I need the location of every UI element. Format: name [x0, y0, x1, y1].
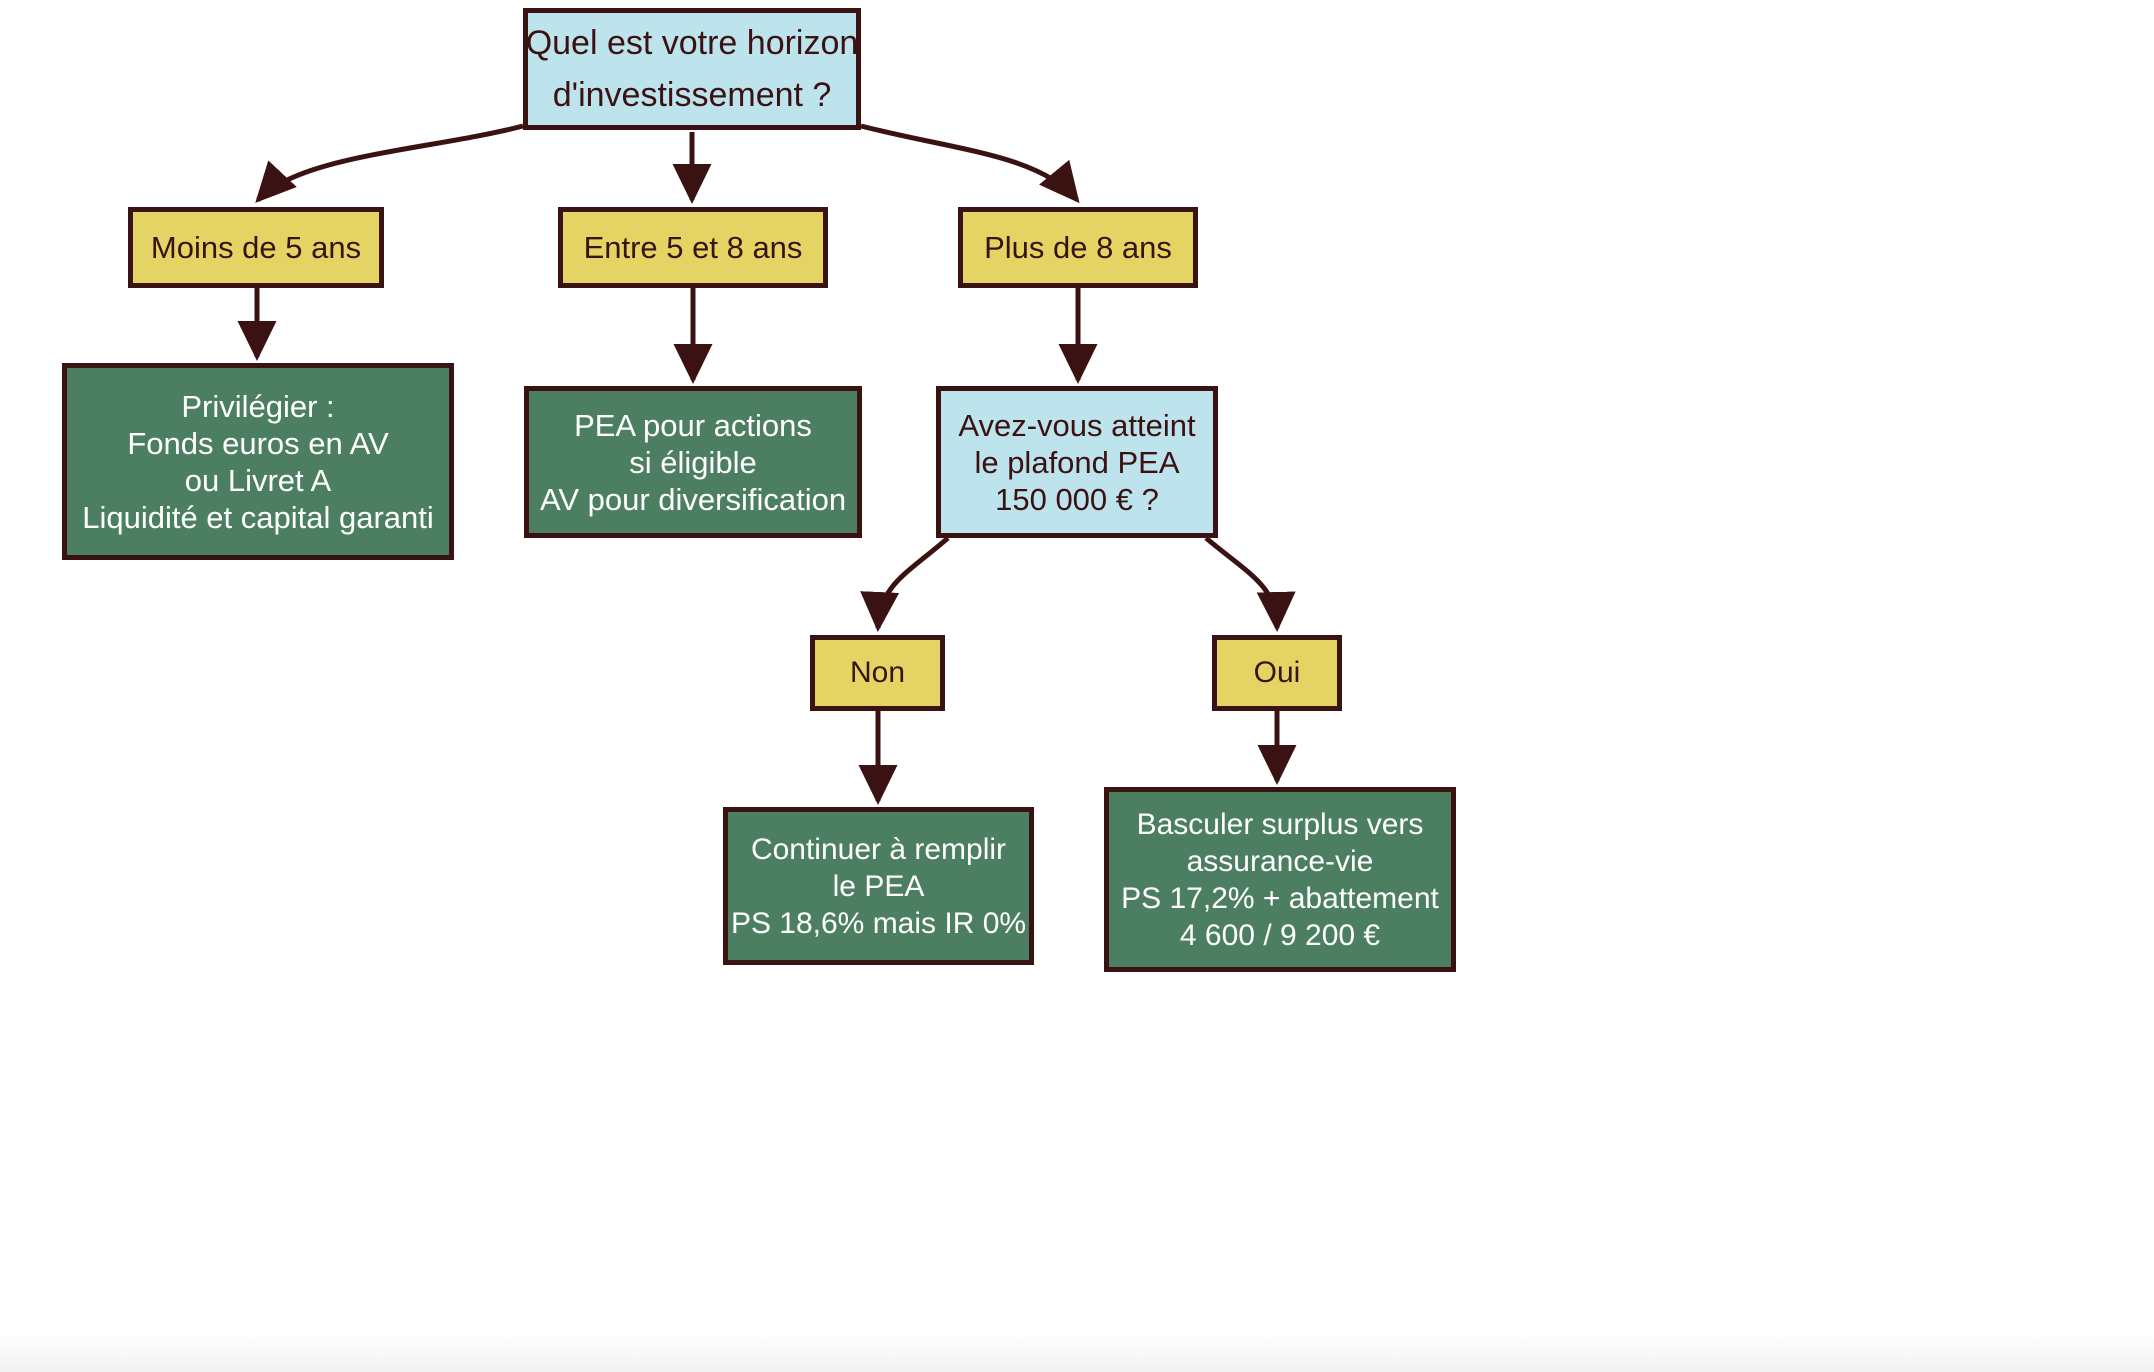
node-text-line: Avez-vous atteint — [958, 407, 1196, 443]
node-text-line: 4 600 / 9 200 € — [1179, 918, 1381, 952]
node-text-line: Entre 5 et 8 ans — [583, 229, 803, 265]
node-outcome-short-horizon[interactable]: Privilégier : Fonds euros en AV ou Livre… — [62, 363, 454, 560]
node-text-line: ou Livret A — [184, 462, 332, 498]
node-text-line: d'investissement ? — [552, 76, 832, 114]
node-outcome-continue-pea[interactable]: Continuer à remplir le PEA PS 18,6% mais… — [723, 807, 1034, 965]
node-text-line: si éligible — [629, 444, 757, 480]
node-text-line: Oui — [1253, 656, 1301, 689]
node-text-line: 150 000 € ? — [995, 481, 1159, 517]
node-text-line: Moins de 5 ans — [150, 229, 362, 265]
edge-plafond-to-non — [860, 536, 950, 632]
node-pea-ceiling-question[interactable]: Avez-vous atteint le plafond PEA 150 000… — [936, 386, 1218, 538]
node-text-line: PS 18,6% mais IR 0% — [730, 906, 1027, 940]
node-horizon-less-than-5-years[interactable]: Moins de 5 ans — [128, 207, 384, 288]
node-text-line: Quel est votre horizon — [525, 24, 859, 62]
node-text-line: Privilégier : — [181, 388, 335, 424]
node-horizon-more-than-8-years[interactable]: Plus de 8 ans — [958, 207, 1198, 288]
node-text-line: Liquidité et capital garanti — [82, 499, 434, 535]
edge-root-to-horizon-short — [255, 123, 524, 203]
page-bottom-fade — [0, 1332, 2154, 1372]
node-text-line: le plafond PEA — [974, 444, 1180, 480]
edge-root-to-horizon-long — [860, 123, 1080, 204]
node-text-line: Non — [849, 656, 906, 689]
node-horizon-between-5-and-8-years[interactable]: Entre 5 et 8 ans — [558, 207, 828, 288]
node-investment-horizon-question[interactable]: Quel est votre horizon d'investissement … — [523, 8, 861, 130]
node-answer-non[interactable]: Non — [810, 635, 945, 711]
node-text-line: Continuer à remplir — [750, 832, 1007, 866]
node-text-line: Plus de 8 ans — [984, 229, 1172, 265]
node-text-line: assurance-vie — [1186, 844, 1374, 878]
node-text-line: le PEA — [832, 869, 925, 903]
node-text-line: PS 17,2% + abattement — [1121, 881, 1439, 915]
node-text-line: PEA pour actions — [574, 407, 812, 443]
node-outcome-mid-horizon[interactable]: PEA pour actions si éligible AV pour div… — [524, 386, 862, 538]
node-text-line: Basculer surplus vers — [1136, 807, 1424, 841]
edge-plafond-to-oui — [1204, 536, 1296, 632]
node-outcome-switch-to-life-insurance[interactable]: Basculer surplus vers assurance-vie PS 1… — [1104, 787, 1456, 972]
node-text-line: AV pour diversification — [539, 481, 847, 517]
node-text-line: Fonds euros en AV — [127, 425, 389, 461]
node-answer-oui[interactable]: Oui — [1212, 635, 1342, 711]
